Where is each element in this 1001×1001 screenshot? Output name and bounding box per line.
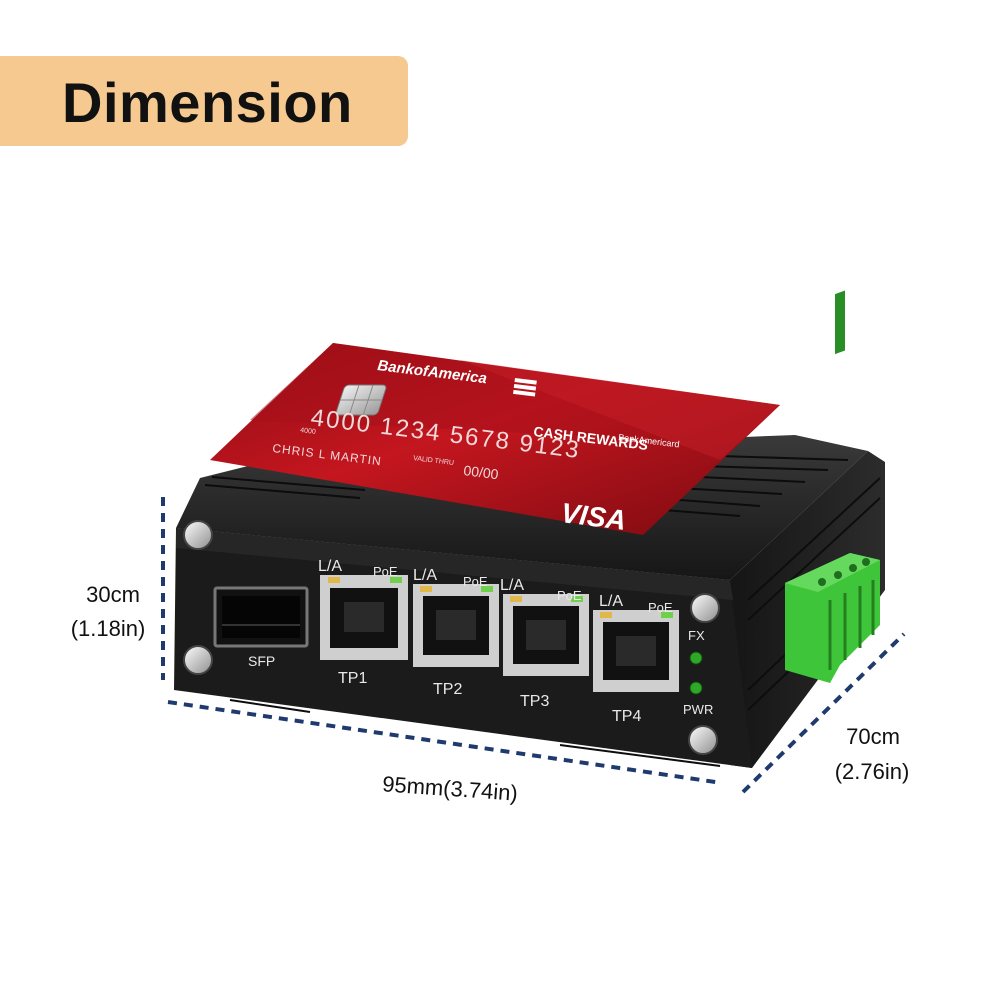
power-terminal-block bbox=[785, 290, 880, 683]
port-tp4-poe-label: PoE bbox=[648, 600, 673, 615]
height-dimension-imperial: (1.18in) bbox=[70, 616, 146, 641]
bottom-fins bbox=[229, 699, 721, 767]
port-tp3-la-label: L/A bbox=[500, 577, 524, 594]
chip-icon bbox=[335, 384, 387, 416]
width-dimension-line bbox=[167, 700, 723, 785]
port-tp1-label: TP1 bbox=[338, 670, 367, 687]
sfp-port bbox=[213, 586, 309, 648]
rj45-port bbox=[503, 594, 589, 676]
title-banner bbox=[0, 56, 408, 146]
port-tp2-poe-label: PoE bbox=[463, 574, 488, 589]
port-tp4-la-label: L/A bbox=[599, 593, 623, 610]
fx-led-icon bbox=[689, 651, 703, 665]
height-dimension-metric: 30cm bbox=[86, 582, 140, 607]
bank-flag-icon bbox=[513, 378, 537, 397]
port-tp2-label: TP2 bbox=[433, 681, 462, 698]
pwr-led-label: PWR bbox=[683, 702, 713, 717]
port-tp3-label: TP3 bbox=[520, 693, 549, 710]
depth-dimension-metric: 70cm bbox=[846, 724, 900, 749]
screw-icon bbox=[688, 725, 718, 755]
rj45-port bbox=[413, 584, 499, 667]
pwr-led-icon bbox=[689, 681, 703, 695]
side-fins bbox=[747, 477, 881, 711]
port-tp4-label: TP4 bbox=[612, 708, 641, 725]
mounting-screws bbox=[183, 520, 720, 755]
sfp-label: SFP bbox=[248, 653, 275, 669]
rj45-port bbox=[593, 610, 679, 692]
port-tp1-poe-label: PoE bbox=[373, 564, 398, 579]
port-tp3-poe-label: PoE bbox=[557, 588, 582, 603]
page-title: Dimension bbox=[62, 71, 353, 134]
rj45-port bbox=[320, 575, 408, 660]
depth-dimension-imperial: (2.76in) bbox=[834, 759, 910, 784]
port-tp1-la-label: L/A bbox=[318, 558, 342, 575]
port-tp2-la-label: L/A bbox=[413, 567, 437, 584]
card-number-small: 4000 bbox=[300, 427, 316, 436]
card-valid-label: VALID THRU bbox=[413, 455, 455, 467]
screw-icon bbox=[183, 520, 213, 550]
fx-led-label: FX bbox=[688, 628, 705, 643]
screw-icon bbox=[690, 593, 720, 623]
credit-card bbox=[210, 343, 780, 535]
depth-dimension-line bbox=[741, 632, 906, 794]
card-expiry: 00/00 bbox=[463, 462, 500, 482]
screw-icon bbox=[183, 645, 213, 675]
